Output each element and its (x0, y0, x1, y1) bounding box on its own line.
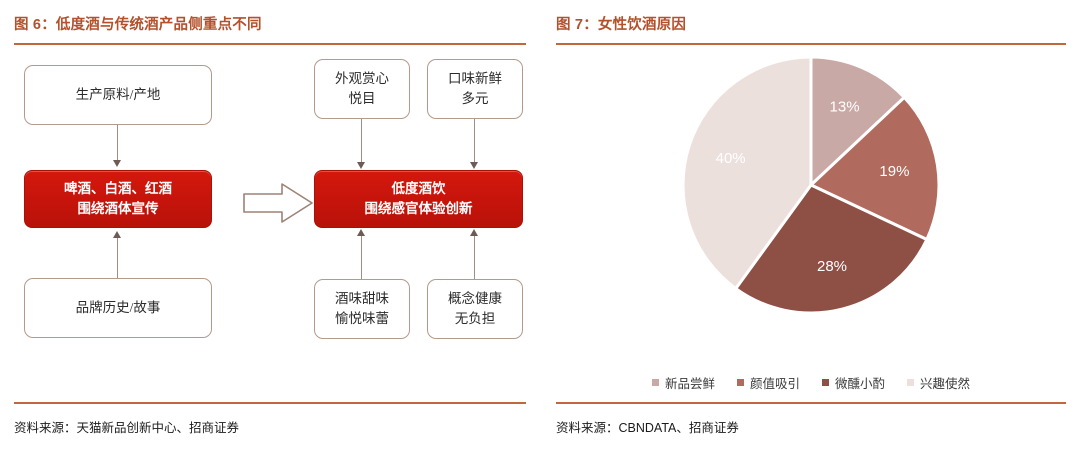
pie-slice-label: 19% (879, 163, 909, 180)
pie-slice (733, 183, 929, 315)
legend-swatch-icon (736, 379, 744, 386)
pie-slice (681, 55, 813, 291)
figure-6-title: 图 6：低度酒与传统酒产品侧重点不同 (14, 17, 262, 33)
legend-item[interactable]: 颜值吸引 (736, 373, 800, 392)
node-production-material: 生产原料/产地 (24, 65, 212, 125)
pie-slice-label: 40% (716, 150, 746, 167)
pie-slice (809, 55, 907, 189)
arrowhead-left-top-down (113, 160, 121, 167)
connector-left-bottom-to-center (117, 236, 119, 278)
figure-6-panel: 图 6：低度酒与传统酒产品侧重点不同 生产原料/产地 啤酒、白酒、红酒 围绕酒体… (14, 17, 526, 450)
node-taste-fresh: 口味新鲜 多元 (427, 59, 523, 119)
figure-6-bottom-rule (14, 402, 526, 404)
legend-label: 新品尝鲜 (664, 377, 715, 391)
figure-6-top-rule (14, 43, 526, 45)
figure-7-footer: 资料来源：CBNDATA、招商证券 (556, 402, 1066, 450)
node-sweet-taste-pleasure: 酒味甜味 愉悦味蕾 (314, 279, 410, 339)
legend-item[interactable]: 微醺小酌 (822, 373, 885, 392)
figure-7-bottom-rule (556, 402, 1066, 404)
legend-swatch-icon (907, 379, 915, 386)
legend-item[interactable]: 兴趣使然 (907, 373, 970, 392)
node-healthy-concept: 概念健康 无负担 (427, 279, 523, 339)
figure-7-chart-area: 13% 19% 28% 40% 新品尝鲜 颜值吸引 微醺小酌 兴趣使然 (556, 45, 1066, 402)
figure-7-panel: 图 7：女性饮酒原因 13% 19% 28% 40% 新品尝鲜 颜值吸引 微醺小酌 兴趣使然… (540, 0, 1080, 450)
connector-taste-to-center (474, 119, 476, 164)
legend-swatch-icon (651, 379, 659, 386)
connector-left-top-to-center (117, 125, 119, 162)
figure-6-source: 资料来源：天猫新品创新中心、招商证券 (14, 421, 240, 435)
arrowhead-healthy-up (470, 229, 478, 236)
arrowhead-left-bottom-up (113, 231, 121, 238)
figure-6-diagram: 生产原料/产地 啤酒、白酒、红酒 围绕酒体宣传 品牌历史/故事 (14, 51, 526, 402)
pie-slice-label: 28% (817, 258, 847, 275)
node-brand-history: 品牌历史/故事 (24, 278, 212, 338)
node-low-alcohol-drinks: 低度酒饮 围绕感官体验创新 (314, 170, 523, 228)
pie-slice (808, 95, 941, 242)
legend-label: 颜值吸引 (749, 377, 800, 391)
pie-slice-label: 13% (830, 98, 860, 115)
pie-chart: 13% 19% 28% 40% (556, 45, 1066, 335)
pie-chart-legend: 新品尝鲜 颜值吸引 微醺小酌 兴趣使然 (556, 373, 1066, 392)
figure-7-source: 资料来源：CBNDATA、招商证券 (556, 421, 739, 435)
node-traditional-liquor: 啤酒、白酒、红酒 围绕酒体宣传 (24, 170, 212, 228)
legend-label: 兴趣使然 (920, 377, 971, 391)
legend-label: 微醺小酌 (835, 377, 886, 391)
connector-appearance-to-center (361, 119, 363, 164)
arrowhead-sweet-taste-up (357, 229, 365, 236)
connector-healthy-to-center (474, 234, 476, 279)
block-arrow-right-icon (242, 181, 314, 230)
arrowhead-taste-down (470, 162, 478, 169)
figure-7-title: 图 7：女性饮酒原因 (556, 17, 687, 33)
pie-chart-svg: 13% 19% 28% 40% (681, 55, 941, 315)
figure-6-footer: 资料来源：天猫新品创新中心、招商证券 (14, 402, 526, 450)
legend-swatch-icon (822, 379, 829, 386)
node-appearance-pleasing: 外观赏心 悦目 (314, 59, 410, 119)
connector-sweet-taste-to-center (361, 234, 363, 279)
figure-7-top-rule (556, 43, 1066, 45)
legend-item[interactable]: 新品尝鲜 (651, 373, 715, 392)
arrowhead-appearance-down (357, 162, 365, 169)
